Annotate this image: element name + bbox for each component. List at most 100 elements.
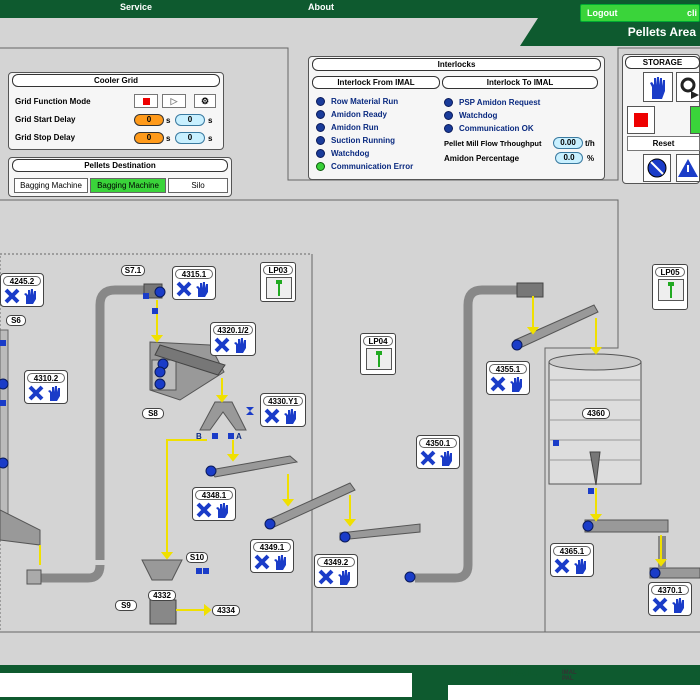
equipment-4315-1[interactable]: 4315.1 [172,266,216,300]
amidon-label: Amidon Percentage [444,154,520,163]
equipment-4355-1[interactable]: 4355.1 [486,361,530,395]
storage-start-button[interactable] [690,106,700,134]
equipment-label: 4315.1 [175,269,213,279]
storage-auto-button[interactable] [676,72,700,102]
close-icon[interactable] [214,337,230,353]
lp-label: LP03 [263,265,293,275]
amidon-unit: % [587,154,595,163]
hand-icon[interactable] [282,408,298,424]
hand-icon[interactable] [572,558,588,574]
status-square [143,293,149,299]
storage-stop-button[interactable] [627,106,655,134]
close-icon[interactable] [554,558,570,574]
tag-4360: 4360 [582,408,610,419]
equipment-4349-2[interactable]: 4349.2 [314,554,358,588]
close-icon[interactable] [264,408,280,424]
status-square [212,433,218,439]
play-icon: ▷ [170,96,178,106]
tag-s7-1: S7.1 [121,265,145,276]
from-item-5: Watchdog [331,149,370,158]
message-area [0,673,412,697]
play-mode-button[interactable]: ▷ [162,94,186,108]
interlocks-title: Interlocks [312,58,601,71]
key-icon [376,351,382,367]
tag-s10: S10 [186,552,208,563]
hand-icon[interactable] [508,376,524,392]
page-title: Pellets Area [627,25,696,39]
grid-mode-label: Grid Function Mode [15,97,91,106]
key-icon [276,280,282,296]
close-icon[interactable] [318,569,334,585]
hand-icon[interactable] [22,288,38,304]
status-dot [444,111,453,120]
status-square [196,568,202,574]
equipment-4370-1[interactable]: 4370.1 [648,582,692,616]
hand-icon[interactable] [194,281,210,297]
hand-icon[interactable] [670,597,686,613]
status-square [203,568,209,574]
lp-box [658,279,684,301]
equipment-4348-1[interactable]: 4348.1 [192,487,236,521]
interlock-to-title: Interlock To IMAL [442,76,598,89]
top-menu-bar [0,0,700,18]
status-dot-green [316,162,325,171]
equipment-label: 4310.2 [27,373,65,383]
lp-label: LP05 [655,267,685,277]
storage-blocked-button[interactable] [643,154,671,182]
flow-unit: t/h [585,139,595,148]
storage-reset-button[interactable]: Reset [627,136,700,151]
tag-s8: S8 [142,408,164,419]
lp-box [366,348,392,370]
close-icon[interactable] [652,597,668,613]
logout-button[interactable]: Logout cli [580,4,700,22]
start-delay-input-1[interactable]: 0 [134,114,164,126]
status-dot [316,97,325,106]
close-icon[interactable] [176,281,192,297]
hand-icon[interactable] [438,450,454,466]
destination-title: Pellets Destination [12,159,228,172]
hand-icon[interactable] [46,385,62,401]
menu-about[interactable]: About [308,2,334,12]
status-dot [444,98,453,107]
lp05-panel[interactable]: LP05 [652,264,688,310]
hand-icon[interactable] [336,569,352,585]
stop-mode-button[interactable] [134,94,158,108]
gear-mode-button[interactable]: ⚙ [194,94,216,108]
equipment-4365-1[interactable]: 4365.1 [550,543,594,577]
storage-warning-button[interactable] [676,154,700,182]
grid-stop-label: Grid Stop Delay [15,133,76,142]
status-square [588,488,594,494]
equipment-label: 4370.1 [651,585,689,595]
stop-delay-input-1[interactable]: 0 [134,132,164,144]
equipment-4330-y1[interactable]: 4330.Y1 [260,393,306,427]
start-delay-value-2: 0 [175,114,205,126]
status-square [553,440,559,446]
storage-manual-button[interactable] [643,72,673,102]
start-unit-1: s [166,116,171,125]
equipment-4310-2[interactable]: 4310.2 [24,370,68,404]
equipment-label: 4245.2 [3,276,41,286]
destination-bagging-machine-2[interactable]: Bagging Machine [90,178,166,193]
logo-small-bottom: PAL [562,676,574,682]
tag-a: A [236,432,242,441]
close-icon[interactable] [420,450,436,466]
hand-icon[interactable] [272,554,288,570]
menu-service[interactable]: Service [120,2,153,12]
equipment-4245-2[interactable]: 4245.2 [0,273,44,307]
destination-silo[interactable]: Silo [168,178,228,193]
hand-icon[interactable] [232,337,248,353]
valve-icon[interactable] [246,407,254,415]
destination-bagging-machine-1[interactable]: Bagging Machine [14,178,88,193]
close-icon[interactable] [490,376,506,392]
equipment-4350-1[interactable]: 4350.1 [416,435,460,469]
equipment-4349-1[interactable]: 4349.1 [250,539,294,573]
equipment-4320-1-2[interactable]: 4320.1/2 [210,322,256,356]
lp03-panel[interactable]: LP03 [260,262,296,302]
close-icon[interactable] [4,288,20,304]
lp04-panel[interactable]: LP04 [360,333,396,375]
close-icon[interactable] [28,385,44,401]
hand-icon[interactable] [214,502,230,518]
close-icon[interactable] [254,554,270,570]
close-icon[interactable] [196,502,212,518]
